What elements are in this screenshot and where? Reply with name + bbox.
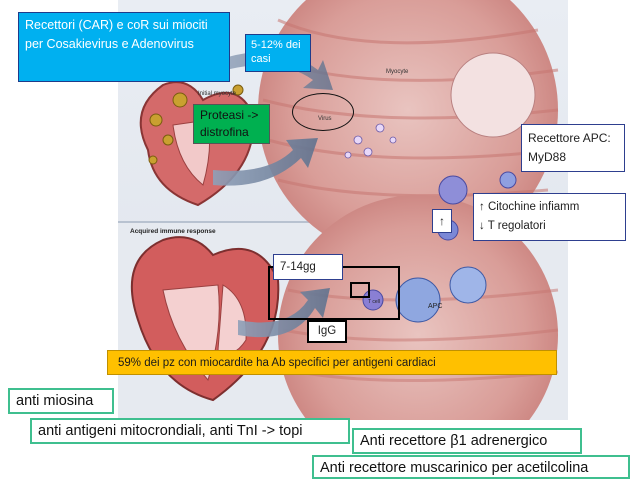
protease-text: Proteasi -> distrofina [200, 108, 259, 139]
anti-muscarinic-box: Anti recettore muscarinico per acetilcol… [312, 455, 630, 479]
anti-muscarinic-text: Anti recettore muscarinico per acetilcol… [320, 460, 589, 476]
car-receptors-text: Recettori (CAR) e coR sui miociti per Co… [25, 18, 208, 51]
receptor-apc-box: Recettore APC: MyD88 [521, 124, 625, 172]
label-myocyte: Myocyte [386, 69, 409, 75]
antibody-highlight-box [350, 282, 370, 298]
label-apc: APC [428, 303, 442, 310]
anti-beta1-box: Anti recettore β1 adrenergico [352, 428, 582, 454]
car-receptors-box: Recettori (CAR) e coR sui miociti per Co… [18, 12, 230, 82]
up-arrow-box: ↑ [432, 209, 452, 233]
anti-mitochondrial-box: anti antigeni mitocrondiali, anti TnI ->… [30, 418, 350, 444]
protease-box: Proteasi -> distrofina [193, 104, 270, 144]
receptor-apc-text: Recettore APC: MyD88 [528, 131, 611, 164]
days-box: 7-14gg [273, 254, 343, 280]
antibody-percent-box: 59% dei pz con miocardite ha Ab specific… [107, 350, 557, 375]
label-tcell: T cell [368, 299, 380, 305]
up-arrow-icon: ↑ [439, 214, 445, 228]
anti-mitochondrial-text: anti antigeni mitocrondiali, anti TnI ->… [38, 423, 303, 439]
igg-text: IgG [317, 325, 337, 337]
cytokines-line-1: ↑ Citochine infiamm [479, 201, 580, 213]
percent-cases-box: 5-12% dei casi [245, 34, 311, 72]
label-initial-myocyte: Initial myocyte [198, 91, 237, 97]
virus-highlight-ellipse [292, 93, 354, 131]
anti-beta1-text: Anti recettore β1 adrenergico [360, 433, 548, 449]
label-acquired: Acquired immune response [130, 228, 216, 235]
cytokines-box: ↑ Citochine infiamm ↓ T regolatori [473, 193, 626, 241]
antibody-percent-text: 59% dei pz con miocardite ha Ab specific… [118, 357, 436, 369]
percent-cases-text: 5-12% dei casi [251, 39, 301, 65]
anti-myosin-text: anti miosina [16, 393, 94, 409]
days-text: 7-14gg [280, 261, 316, 273]
anti-myosin-box: anti miosina [8, 388, 114, 414]
igg-box: IgG [307, 320, 347, 343]
cytokines-line-2: ↓ T regolatori [479, 220, 546, 232]
